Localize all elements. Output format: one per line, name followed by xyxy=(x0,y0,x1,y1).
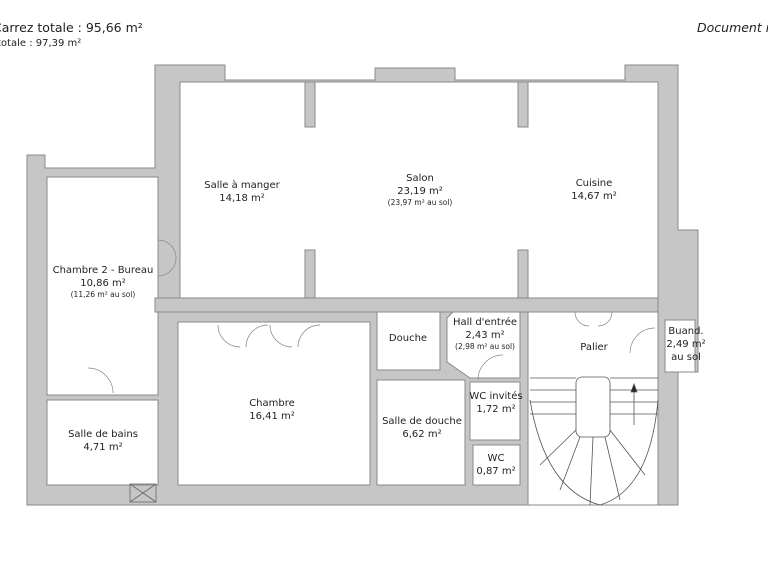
doors xyxy=(87,239,656,394)
room-dining-living-kitchen xyxy=(179,81,659,299)
stair-arrow-icon xyxy=(630,382,638,393)
room-chambre xyxy=(177,321,371,486)
room-salle-de-douche xyxy=(376,379,466,486)
stair xyxy=(529,376,659,506)
room-douche xyxy=(376,311,441,371)
document-note: Document n xyxy=(697,20,768,35)
room-salle-de-bains xyxy=(46,399,159,486)
room-palier xyxy=(527,311,659,506)
total-area: totale : 97,39 m² xyxy=(0,38,82,49)
label-palier: Palier xyxy=(580,342,608,353)
rooms xyxy=(46,81,696,506)
label-douche: Douche xyxy=(388,333,428,344)
carrez-total: Carrez totale : 95,66 m² xyxy=(0,20,143,35)
room-wc xyxy=(472,444,521,486)
bath-window xyxy=(129,483,157,503)
room-wc-invites xyxy=(469,381,521,441)
wall-stubs xyxy=(154,81,659,313)
room-buanderie xyxy=(664,319,696,373)
room-chambre-2 xyxy=(46,176,159,396)
